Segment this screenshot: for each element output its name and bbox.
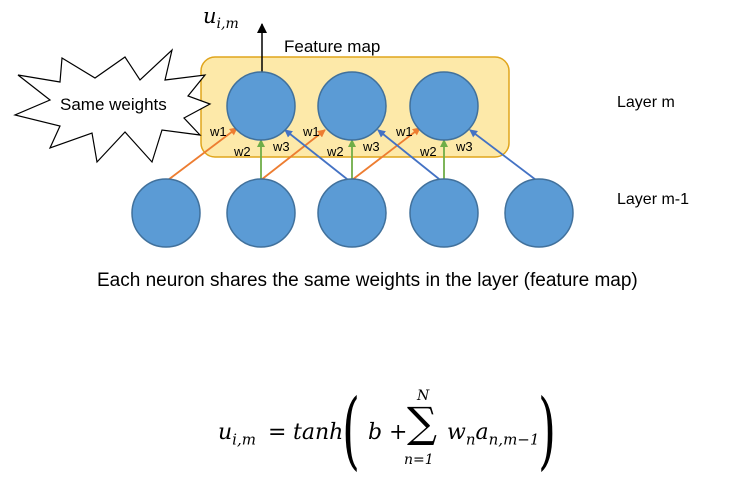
neuron-layer-m1-1 xyxy=(131,178,201,248)
w2-label-3: w2 xyxy=(420,144,437,159)
formula-a-sub: n,m−1 xyxy=(488,430,540,449)
formula-lhs: ui,m xyxy=(218,420,256,448)
output-label-sub: i,m xyxy=(216,16,239,33)
same-weights-callout xyxy=(13,48,212,164)
formula-lhs-base: u xyxy=(218,420,233,445)
formula-equals: = xyxy=(268,420,287,445)
neuron-layer-m-1 xyxy=(226,71,296,141)
neuron-layer-m1-5 xyxy=(504,178,574,248)
neuron-layer-m-3 xyxy=(409,71,479,141)
formula-sum-upper: N xyxy=(417,388,430,404)
neuron-layer-m1-4 xyxy=(409,178,479,248)
w1-label-3: w1 xyxy=(396,124,413,139)
w1-arrow-1 xyxy=(163,127,238,184)
w1-arrow-3 xyxy=(351,127,421,181)
w3-arrow-2 xyxy=(377,129,445,184)
w1-arrow-2 xyxy=(260,129,326,181)
formula-sigma: ∑ xyxy=(407,398,437,447)
w2-label-2: w2 xyxy=(327,144,344,159)
same-weights-label: Same weights xyxy=(60,95,167,114)
w3-label-1: w3 xyxy=(273,139,290,154)
formula-lhs-sub: i,m xyxy=(232,430,256,449)
output-label: ui,m xyxy=(203,4,239,32)
formula-left-paren: ( xyxy=(342,381,361,479)
formula-w-sub: n xyxy=(465,430,476,449)
formula-bias: b xyxy=(368,420,383,445)
formula-w: w xyxy=(447,420,466,445)
formula-sum-lower: n=1 xyxy=(404,452,434,468)
layer-m-label: Layer m xyxy=(617,94,675,111)
formula-plus: + xyxy=(389,420,408,445)
formula-a: a xyxy=(475,420,489,445)
w3-arrow-1 xyxy=(284,129,353,184)
layer-m1-label: Layer m-1 xyxy=(617,191,690,208)
formula-func: tanh xyxy=(293,420,344,445)
w1-label-1: w1 xyxy=(210,124,227,139)
w3-label-3: w3 xyxy=(456,139,473,154)
w3-label-2: w3 xyxy=(363,139,380,154)
caption: Each neuron shares the same weights in t… xyxy=(97,270,638,291)
feature-map-label: Feature map xyxy=(284,37,381,56)
neuron-layer-m1-3 xyxy=(317,178,387,248)
w3-arrow-3 xyxy=(469,129,541,184)
w1-label-2: w1 xyxy=(303,124,320,139)
formula-right-paren: ) xyxy=(538,381,557,479)
w2-label-1: w2 xyxy=(234,144,251,159)
formula-term: wnan,m−1 xyxy=(447,420,539,448)
output-label-base: u xyxy=(203,4,217,28)
neuron-layer-m-2 xyxy=(317,71,387,141)
neuron-layer-m1-2 xyxy=(226,178,296,248)
